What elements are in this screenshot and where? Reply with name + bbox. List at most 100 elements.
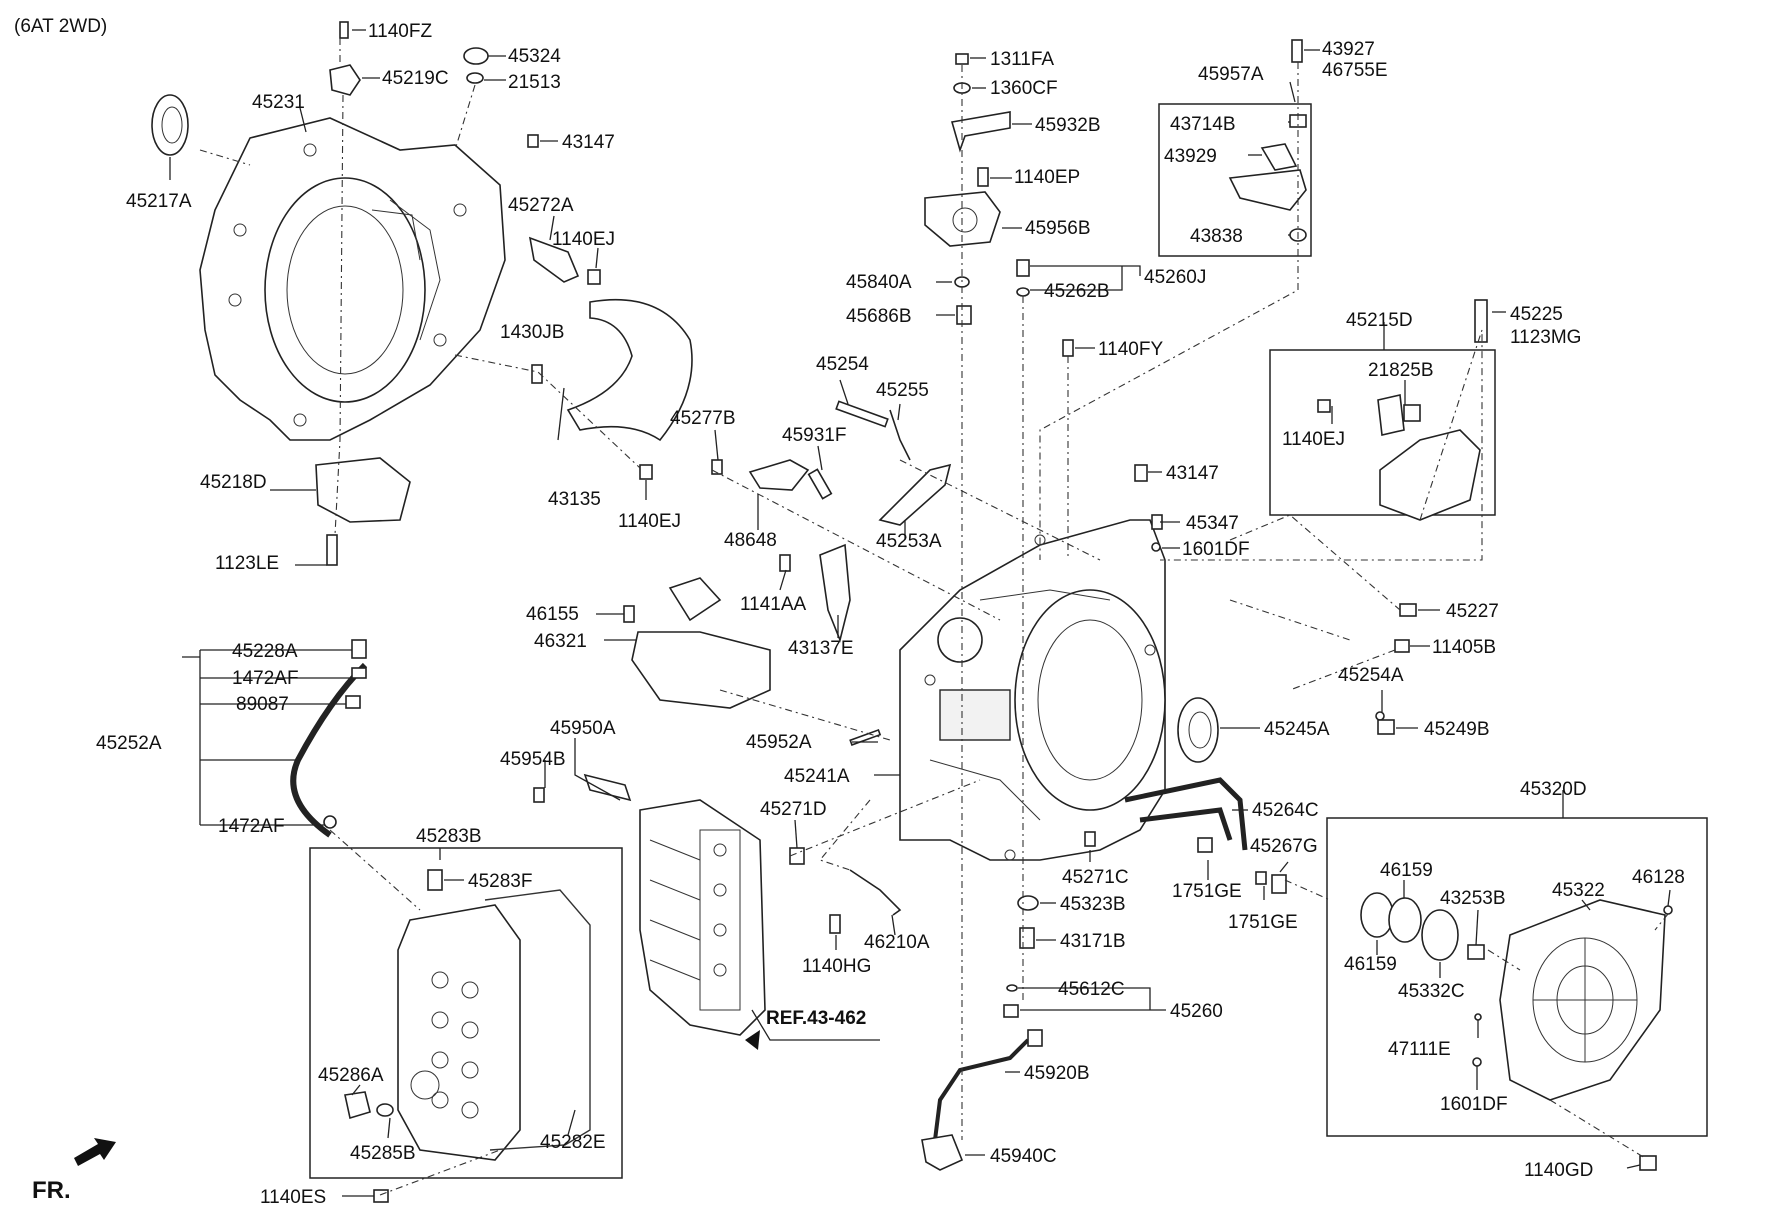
rod-45253A [878, 463, 952, 526]
bracket-45950A [583, 773, 632, 802]
label-46128: 46128 [1632, 867, 1685, 888]
label-45286A: 45286A [318, 1065, 384, 1086]
plug-45267G [1271, 874, 1287, 894]
bolt-1140FY [1062, 339, 1074, 357]
washer-45323B [1017, 895, 1039, 911]
label-1140GD: 1140GD [1524, 1160, 1593, 1181]
label-43253B: 43253B [1440, 888, 1506, 909]
assembly-lines [199, 38, 1669, 1196]
bolt-45227 [1399, 603, 1417, 617]
plate-43137E [819, 543, 851, 643]
mount-45218D [315, 457, 411, 523]
oring-46159-b [1388, 897, 1422, 943]
label-1140FY: 1140FY [1098, 339, 1163, 360]
label-43927: 43927 [1322, 39, 1375, 60]
label-45264C: 45264C [1252, 800, 1319, 821]
label-1140EJ-a: 1140EJ [552, 229, 615, 250]
front-label: FR. [32, 1177, 71, 1204]
label-21825B: 21825B [1368, 360, 1434, 381]
transmission-case-left [199, 117, 506, 441]
label-45952A: 45952A [746, 732, 812, 753]
label-1141AA: 1141AA [740, 594, 807, 615]
label-1123MG: 1123MG [1510, 327, 1581, 348]
washer-45285B [376, 1103, 394, 1117]
bolt-1140FZ [339, 21, 349, 39]
label-45323B: 45323B [1060, 894, 1126, 915]
label-45283B: 45283B [416, 826, 482, 847]
label-45245A: 45245A [1264, 719, 1330, 740]
pipe-45920B [933, 1038, 1030, 1141]
plug-45260J [1016, 259, 1030, 277]
spring-45255 [889, 409, 911, 461]
rear-cover-45322 [1499, 899, 1666, 1101]
label-45255: 45255 [876, 380, 929, 401]
part-labels: 1140FZ 45324 45219C 21513 45231 45217A 4… [96, 21, 1685, 1208]
clip-45286A [344, 1091, 371, 1120]
label-45215D: 45215D [1346, 310, 1413, 331]
plug-45271D [789, 847, 805, 865]
pin-45952A [849, 728, 882, 746]
plug-45283F [427, 869, 443, 891]
bracket-45219C [329, 64, 361, 96]
variant-label: (6AT 2WD) [14, 16, 107, 37]
ref-label: REF.43-462 [766, 1008, 866, 1029]
label-45267G: 45267G [1250, 836, 1318, 857]
label-45931F: 45931F [782, 425, 846, 446]
label-1140EJ-b: 1140EJ [618, 511, 681, 532]
label-45332C: 45332C [1398, 981, 1465, 1002]
bolt-1140ES [373, 1189, 389, 1203]
label-45254A: 45254A [1338, 665, 1404, 686]
oil-seal-45245A-inner [1188, 711, 1212, 749]
transmission-case-main [899, 519, 1166, 861]
plug-45271C [1084, 831, 1096, 847]
clamp-1751GE-a [1197, 837, 1213, 853]
washer-21513 [466, 72, 484, 84]
label-45940C: 45940C [990, 1146, 1057, 1167]
clamp-1472AF-a [351, 667, 367, 679]
label-43171B: 43171B [1060, 931, 1126, 952]
label-45218D: 45218D [200, 472, 267, 493]
oring-45612C [1006, 984, 1018, 992]
filter-46321 [631, 631, 771, 709]
label-1360CF: 1360CF [990, 78, 1058, 99]
clip-21825B [1377, 394, 1405, 436]
label-45957A: 45957A [1198, 64, 1264, 85]
label-1123LE: 1123LE [215, 553, 279, 574]
label-45260J: 45260J [1144, 267, 1206, 288]
leader-lines [169, 29, 1671, 1197]
bearing-43253B [1467, 944, 1485, 960]
label-1311FA: 1311FA [990, 49, 1054, 70]
label-45612C: 45612C [1058, 979, 1125, 1000]
label-45324: 45324 [508, 46, 561, 67]
label-46155: 46155 [526, 604, 579, 625]
label-1140FZ: 1140FZ [368, 21, 432, 42]
label-45249B: 45249B [1424, 719, 1490, 740]
bolt-43147-top [527, 134, 539, 148]
label-45956B: 45956B [1025, 218, 1091, 239]
filter-46321-neck [668, 577, 722, 622]
label-45322: 45322 [1552, 880, 1605, 901]
label-43714B: 43714B [1170, 114, 1236, 135]
plug-45324 [463, 47, 489, 65]
oil-seal-45245A [1177, 697, 1219, 763]
label-43137E: 43137E [788, 638, 854, 659]
label-45227: 45227 [1446, 601, 1499, 622]
label-1140ES: 1140ES [260, 1187, 326, 1208]
bolt-45225 [1474, 299, 1488, 343]
label-45252A: 45252A [96, 733, 162, 754]
front-arrow-icon [74, 1138, 116, 1166]
pin-1430JB [531, 364, 543, 384]
label-45271D: 45271D [760, 799, 827, 820]
label-45347: 45347 [1186, 513, 1239, 534]
plate-45272A [528, 236, 580, 283]
plug-43147-b [1134, 464, 1148, 482]
label-45271C: 45271C [1062, 867, 1129, 888]
label-45932B: 45932B [1035, 115, 1101, 136]
gasket-45282E [484, 889, 591, 1151]
bolt-1141AA [779, 554, 791, 572]
plug-45249B [1377, 719, 1395, 735]
label-1751GE-a: 1751GE [1172, 881, 1242, 902]
label-45277B: 45277B [670, 408, 736, 429]
label-11405B: 11405B [1432, 637, 1496, 658]
